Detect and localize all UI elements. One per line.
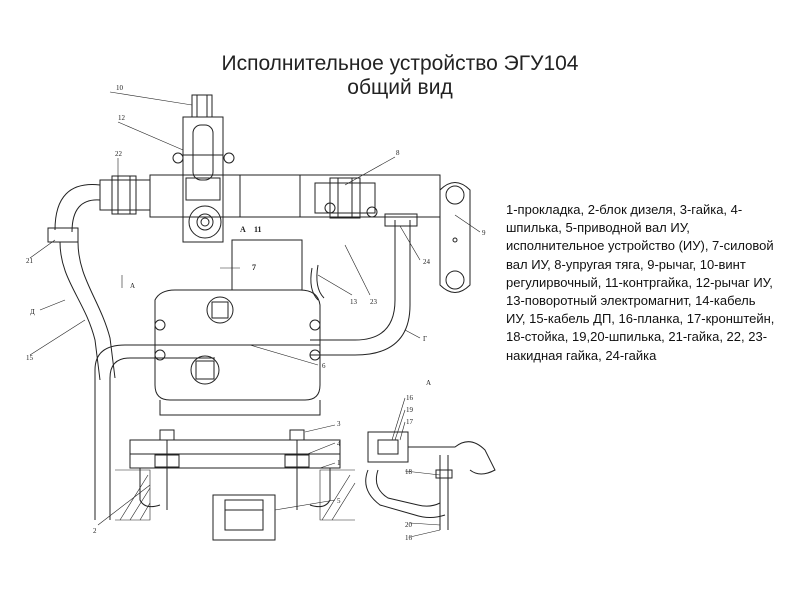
callout-17: 17 (406, 418, 414, 426)
title-line-1: Исполнительное устройство ЭГУ104 (221, 52, 579, 75)
callout-16-bottom: 16 (405, 534, 413, 542)
callout-12: 12 (118, 114, 126, 122)
elastic-link (310, 264, 325, 301)
callout-20: 20 (405, 521, 413, 529)
callout-6: 6 (322, 362, 326, 370)
lever-tower (172, 116, 235, 243)
engine-block (115, 469, 356, 521)
callout-1: 1 (337, 459, 341, 467)
callout-d: Д (30, 308, 35, 316)
callout-23: 23 (370, 298, 378, 306)
adjusting-screw (191, 94, 213, 118)
callout-7: 7 (252, 263, 256, 272)
callout-a-2: A (130, 282, 135, 290)
callout-15: 15 (26, 354, 34, 362)
title-line-2: общий вид (347, 76, 453, 99)
callout-4: 4 (337, 440, 341, 448)
cable-left (47, 184, 215, 520)
cable-right (310, 213, 418, 356)
callout-24: 24 (423, 258, 431, 266)
bracket-arm (99, 174, 441, 219)
callout-22: 22 (115, 150, 123, 158)
callout-21: 21 (26, 257, 34, 265)
actuator-body (154, 239, 321, 401)
callout-10: 10 (116, 84, 124, 92)
lever-9 (439, 182, 471, 293)
callout-9: 9 (482, 229, 486, 237)
callout-11: 11 (254, 225, 262, 234)
callout-8: 8 (396, 149, 400, 157)
callout-5: 5 (337, 497, 341, 505)
slide-title: Исполнительное устройство ЭГУ104 общий в… (0, 52, 800, 100)
base-flange (129, 400, 341, 510)
callout-g: Г (423, 335, 427, 343)
callout-a-1: A (240, 225, 246, 234)
callout-19: 19 (406, 406, 414, 414)
parts-legend: 1-прокладка, 2-блок дизеля, 3-гайка, 4-ш… (506, 202, 775, 363)
callout-a-3: A (426, 379, 431, 387)
callout-13: 13 (350, 298, 358, 306)
callout-3: 3 (337, 420, 341, 428)
callout-18: 18 (405, 468, 413, 476)
drive-shaft (212, 494, 276, 541)
callout-2: 2 (93, 527, 97, 535)
callout-16-top: 16 (406, 394, 414, 402)
callout-numbers: 10 12 22 8 9 21 24 A 11 7 A Д 13 23 15 Г… (26, 84, 486, 542)
detail-view-a (365, 431, 496, 530)
leader-lines (29, 91, 481, 538)
